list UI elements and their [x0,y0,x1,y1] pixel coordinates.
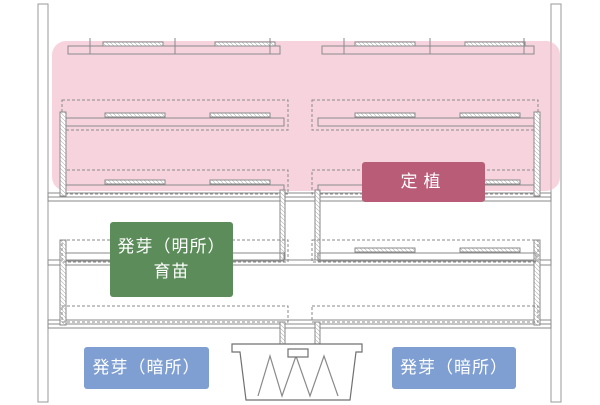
teisyoku-zone-highlight [52,41,560,191]
label-hatsuga-ansho-left-text: 発芽（暗所） [92,357,201,378]
water-tank [231,343,363,401]
label-teisyoku: 定植 [362,162,485,202]
trays-top [67,38,535,55]
label-hatsuga-meisho-line1: 発芽（明所） [117,236,226,257]
shelf-decks [47,192,552,329]
label-hatsuga-meisho: 発芽（明所） 育苗 [110,222,233,297]
label-hatsuga-meisho-line2: 育苗 [153,261,190,282]
label-hatsuga-ansho-left: 発芽（暗所） [84,347,209,389]
label-hatsuga-ansho-right-text: 発芽（暗所） [400,357,508,378]
trays-fifth [61,305,539,323]
label-hatsuga-ansho-right: 発芽（暗所） [392,347,516,389]
right-post [550,3,562,403]
label-teisyoku-text: 定植 [400,171,447,192]
left-post [37,3,49,403]
frame [37,3,562,403]
